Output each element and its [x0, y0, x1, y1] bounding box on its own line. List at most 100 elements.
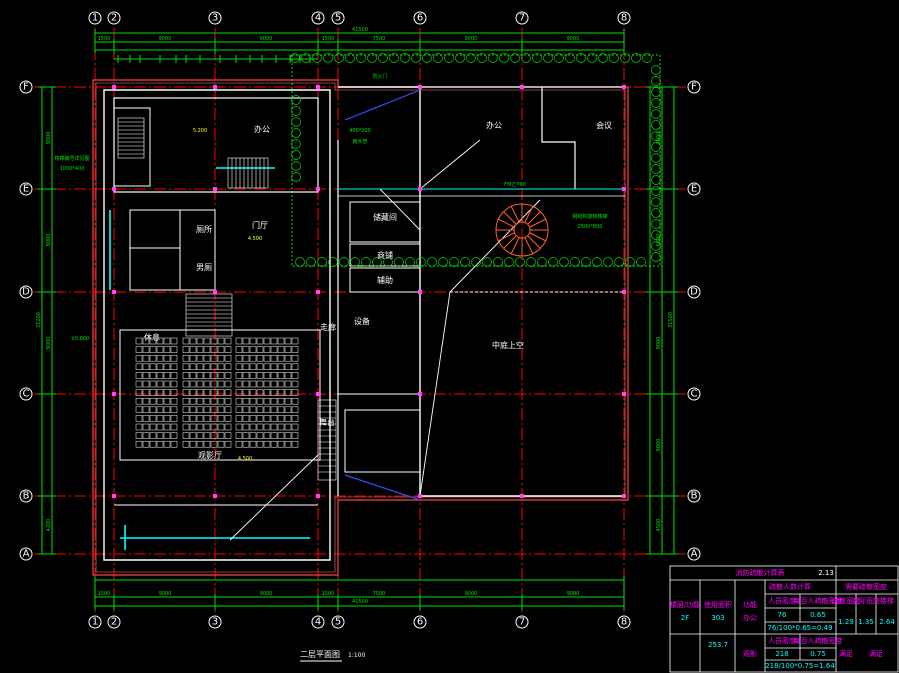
seat [242, 389, 250, 396]
axis-bot-8: 8 [621, 617, 627, 628]
seat [149, 423, 157, 431]
seat [235, 406, 243, 414]
table-result: 2.13 [818, 569, 834, 577]
seat [170, 337, 178, 345]
seat [156, 432, 164, 439]
tree [587, 53, 597, 63]
tree [394, 257, 404, 267]
seat [256, 423, 264, 431]
axis-top-7: 7 [519, 13, 525, 24]
seat [196, 346, 204, 353]
seat [270, 406, 278, 414]
seat [277, 346, 285, 353]
seat [182, 337, 190, 345]
tree [291, 139, 301, 149]
seat [182, 354, 190, 362]
dim-bot-seg-7: 9000 [567, 591, 580, 597]
void-lines [229, 139, 541, 541]
table-dens-1: 0.65 [810, 611, 826, 619]
seat [182, 363, 190, 371]
tree [291, 150, 301, 160]
seat [149, 363, 157, 371]
seat [189, 372, 197, 379]
tree [334, 53, 344, 63]
seat [291, 337, 299, 345]
seat [135, 423, 143, 431]
right-dimensions: 31500 3000 6000 9000 9000 4500 [656, 132, 674, 532]
table-w1: 1.29 [838, 618, 854, 626]
seat [291, 354, 299, 362]
tree [521, 53, 531, 63]
seat [149, 372, 157, 379]
blue-lines [344, 89, 421, 501]
seat [235, 372, 243, 379]
seat [156, 389, 164, 396]
tree [576, 53, 586, 63]
axis-bot-6: 6 [417, 617, 423, 628]
seat [182, 423, 190, 431]
seat [249, 440, 257, 448]
seat [203, 432, 211, 439]
seat [217, 363, 225, 371]
seat [163, 389, 171, 396]
seat [163, 337, 171, 345]
landscape-trees [290, 53, 661, 267]
room-lounge: 休息 [144, 332, 160, 342]
tree [350, 257, 360, 267]
tree [455, 53, 465, 63]
seat [256, 380, 264, 388]
table-w3: 2.64 [879, 618, 895, 626]
axis-bot-3: 3 [212, 617, 218, 628]
note-spiral-stair: 钢结构旋转楼梯 [572, 213, 607, 220]
seat [235, 363, 243, 371]
table-h-req: 需要疏散宽度 [845, 582, 887, 591]
seat [182, 346, 190, 353]
seat [249, 389, 257, 396]
seat [242, 337, 250, 345]
axis-left-F: F [23, 82, 29, 93]
seat [235, 397, 243, 405]
room-hall: 门厅 [252, 220, 268, 230]
seat [235, 389, 243, 396]
seat [163, 372, 171, 379]
seat [170, 346, 178, 353]
axis-top-4: 4 [315, 13, 321, 24]
seat [210, 423, 218, 431]
tree [290, 53, 300, 63]
seat [210, 354, 218, 362]
annotations: 楼梯编号详见图 1000*400 400*200 雨水管 FM乙700 钢结构旋… [54, 73, 607, 462]
axis-left-B: B [23, 491, 30, 502]
axis-left-A: A [23, 549, 30, 560]
seat [224, 363, 232, 371]
seat [142, 432, 150, 439]
seat [291, 440, 299, 448]
seat [217, 380, 225, 388]
seat [249, 337, 257, 345]
seat [235, 337, 243, 345]
seat [270, 432, 278, 439]
seat [224, 432, 232, 439]
seat [235, 415, 243, 422]
seat [203, 354, 211, 362]
seat [270, 346, 278, 353]
tree [651, 142, 661, 152]
seat [189, 406, 197, 414]
tree [554, 53, 564, 63]
tree [651, 219, 661, 229]
seat [203, 380, 211, 388]
seat [142, 337, 150, 345]
seat [142, 415, 150, 422]
seat [284, 372, 292, 379]
seat [142, 406, 150, 414]
seat [217, 354, 225, 362]
seat [182, 406, 190, 414]
tree [609, 53, 619, 63]
tree [651, 197, 661, 207]
tree [565, 53, 575, 63]
tree [422, 53, 432, 63]
axis-top-6: 6 [417, 13, 423, 24]
axis-right-C: C [691, 389, 698, 400]
seat [142, 346, 150, 353]
seat [210, 337, 218, 345]
